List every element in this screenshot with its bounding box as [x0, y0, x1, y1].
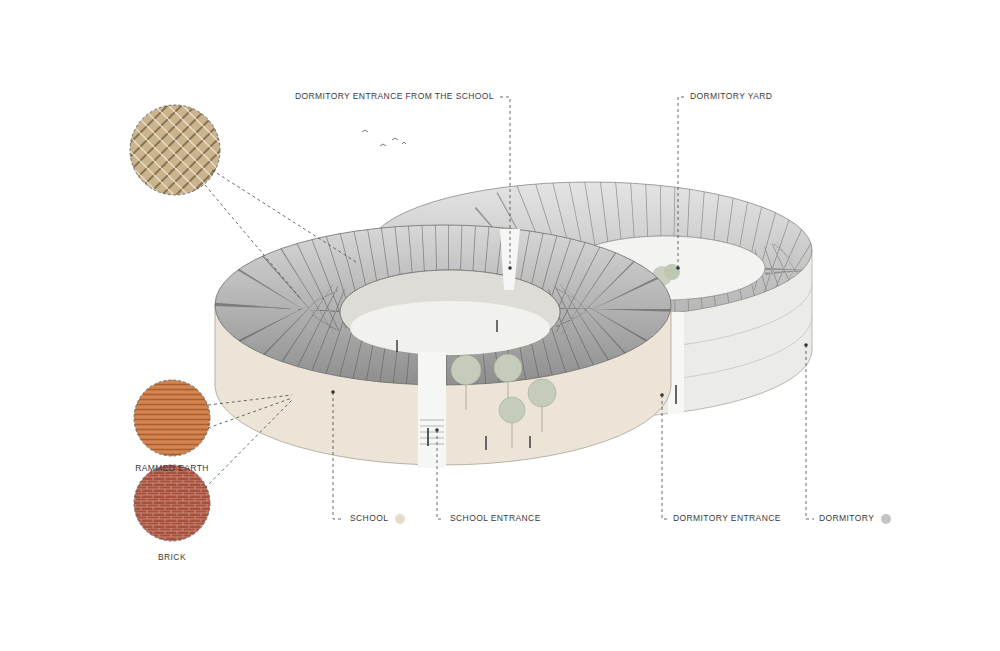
legend-text: DORMITORY: [819, 513, 874, 524]
callout-label: DORMITORY ENTRANCE: [673, 513, 781, 524]
material-label: BRICK: [158, 552, 186, 563]
material-label: RAMMED EARTH: [135, 463, 209, 474]
legend-item: DORMITORY: [819, 513, 891, 524]
callout-label: DORMITORY YARD: [690, 91, 772, 102]
legend-swatch: [881, 514, 891, 524]
legend-text: SCHOOL: [350, 513, 388, 524]
legend-item: SCHOOL: [350, 513, 405, 524]
legend-swatch: [395, 514, 405, 524]
callout-label: DORMITORY ENTRANCE FROM THE SCHOOL: [295, 91, 494, 102]
callout-label: SCHOOL ENTRANCE: [450, 513, 541, 524]
